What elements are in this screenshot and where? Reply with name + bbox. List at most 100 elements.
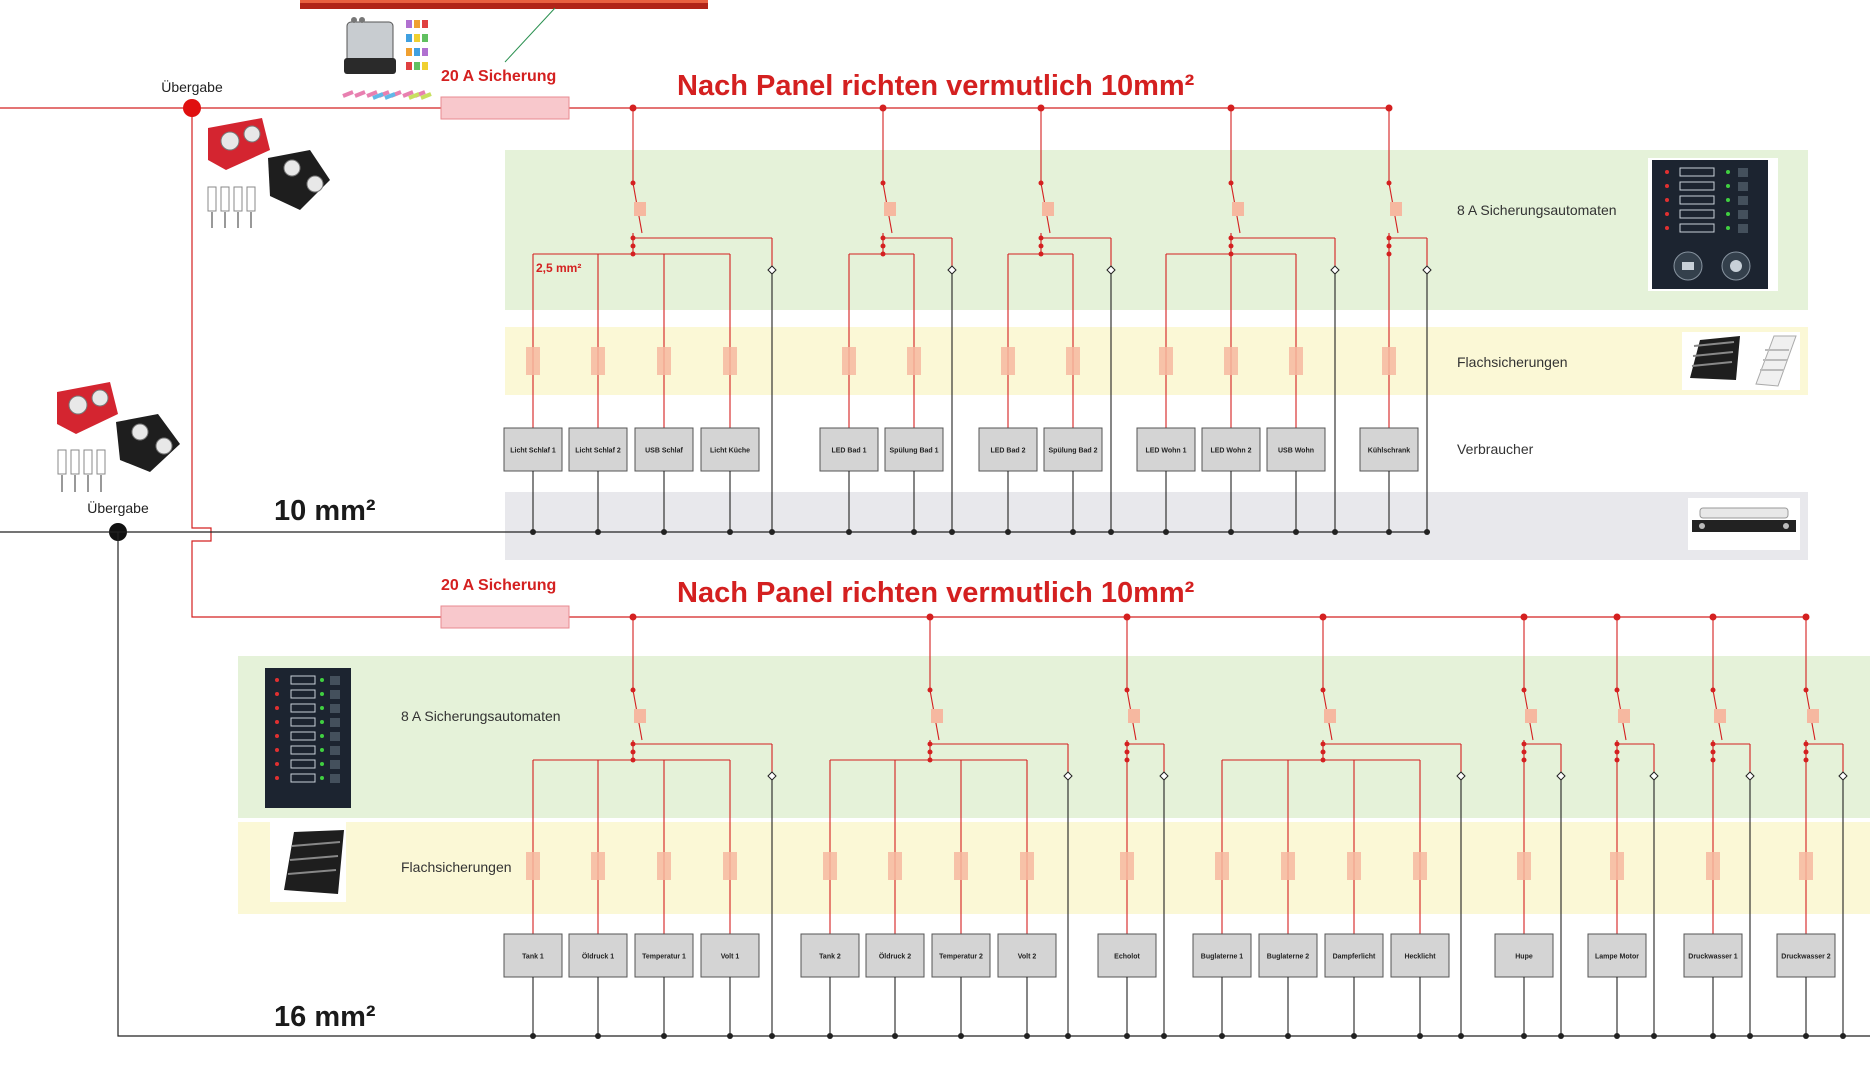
- cable-10-label: 10 mm²: [274, 495, 376, 527]
- flat-fuse: [1159, 347, 1173, 375]
- consumer-label: Druckwasser 2: [1781, 954, 1831, 961]
- consumer-label: Volt 2: [1018, 954, 1037, 961]
- bus-node: [927, 749, 933, 755]
- top-handover-node: [183, 99, 201, 117]
- flat-fuse: [907, 347, 921, 375]
- bus-node: [1386, 243, 1392, 249]
- junction-node: [1385, 104, 1393, 112]
- consumer-label: Temperatur 2: [939, 954, 983, 961]
- flat-fuse: [888, 852, 902, 880]
- ground-node: [1005, 529, 1011, 535]
- consumer-label: LED Wohn 2: [1210, 448, 1251, 455]
- breaker-marker: [1618, 709, 1630, 723]
- ground-node: [1228, 529, 1234, 535]
- top-fuse-band: [505, 327, 1808, 395]
- wire-photo-icon: [300, 0, 708, 63]
- flat-fuse: [723, 852, 737, 880]
- flat-fuse: [1020, 852, 1034, 880]
- bottom-panel-note: Nach Panel richten vermutlich 10mm²: [677, 577, 1195, 609]
- consumer-box: [1324, 933, 1384, 978]
- consumer-label: Hupe: [1515, 954, 1533, 961]
- supply-lines: [0, 107, 1808, 618]
- ground-node: [1124, 1033, 1130, 1039]
- bus-node: [1614, 749, 1620, 755]
- ground-node: [1424, 529, 1430, 535]
- flat-fuse: [1382, 347, 1396, 375]
- breaker-marker: [1324, 709, 1336, 723]
- ground-node: [1651, 1033, 1657, 1039]
- consumer-label: USB Wohn: [1278, 448, 1314, 455]
- flat-fuse: [1799, 852, 1813, 880]
- top-ground-band: [505, 492, 1808, 560]
- ground-node: [827, 1033, 833, 1039]
- consumer-box: [1192, 933, 1252, 978]
- breaker-marker: [884, 202, 896, 216]
- junction-node: [1319, 613, 1327, 621]
- top-breaker-band: [505, 150, 1808, 310]
- breaker-marker: [1042, 202, 1054, 216]
- flat-fuse: [657, 852, 671, 880]
- top-handover-label: Übergabe: [161, 78, 223, 95]
- consumer-box: [997, 933, 1057, 978]
- consumer-box: [503, 933, 563, 978]
- consumer-label: Licht Schlaf 1: [510, 448, 556, 455]
- bottom-flat-fuses-label: Flachsicherungen: [401, 859, 512, 875]
- flat-fuse: [723, 347, 737, 375]
- consumer-label: Volt 1: [721, 954, 740, 961]
- consumer-box: [978, 427, 1038, 472]
- consumer-label: Licht Küche: [710, 448, 750, 455]
- ground-node: [530, 529, 536, 535]
- breaker-marker: [1525, 709, 1537, 723]
- ground-node: [958, 1033, 964, 1039]
- consumer-box: [1258, 933, 1318, 978]
- consumer-box: [700, 933, 760, 978]
- cable-16-label: 16 mm²: [274, 1001, 376, 1033]
- consumer-label: Hecklicht: [1404, 954, 1436, 961]
- ground-node: [1065, 1033, 1071, 1039]
- consumer-label: Echolot: [1114, 954, 1140, 961]
- consumer-box: [700, 427, 760, 472]
- breaker-marker: [634, 202, 646, 216]
- bottom-breaker-band: [238, 656, 1870, 818]
- consumer-box: [568, 427, 628, 472]
- ground-node: [530, 1033, 536, 1039]
- flat-fuse: [1413, 852, 1427, 880]
- ground-node: [1285, 1033, 1291, 1039]
- flat-fuse: [526, 347, 540, 375]
- consumer-label: Spülung Bad 2: [1049, 448, 1098, 455]
- ground-node: [911, 529, 917, 535]
- aux-terminal: [947, 265, 957, 275]
- consumer-label: Öldruck 1: [582, 952, 614, 961]
- consumer-label: Druckwasser 1: [1688, 954, 1738, 961]
- aux-terminal: [1422, 265, 1432, 275]
- junction-node: [629, 104, 637, 112]
- consumer-box: [865, 933, 925, 978]
- top-panel-note: Nach Panel richten vermutlich 10mm²: [677, 70, 1195, 102]
- flat-fuse: [823, 852, 837, 880]
- ground-node: [1219, 1033, 1225, 1039]
- consumer-box: [1136, 427, 1196, 472]
- bus-node: [1228, 243, 1234, 249]
- top-flat-fuses-label: Flachsicherungen: [1457, 354, 1568, 370]
- ground-node: [949, 529, 955, 535]
- consumer-label: Buglaterne 1: [1201, 954, 1244, 961]
- ground-node: [1351, 1033, 1357, 1039]
- consumer-label: Licht Schlaf 2: [575, 448, 621, 455]
- bottom-fuse-label: 20 A Sicherung: [441, 577, 556, 594]
- breaker-marker: [634, 709, 646, 723]
- consumer-box: [568, 933, 628, 978]
- ground-node: [1293, 529, 1299, 535]
- junction-node: [1123, 613, 1131, 621]
- flat-fuse: [591, 852, 605, 880]
- ground-node: [1108, 529, 1114, 535]
- bus-node: [630, 243, 636, 249]
- flat-fuse: [591, 347, 605, 375]
- junction-node: [1227, 104, 1235, 112]
- switch-panel-icon: [1648, 158, 1778, 291]
- bottom-main-fuse: [440, 605, 570, 629]
- consumer-label: Dampferlicht: [1333, 954, 1376, 961]
- junction-node: [926, 613, 934, 621]
- ground-node: [1710, 1033, 1716, 1039]
- ground-node: [661, 529, 667, 535]
